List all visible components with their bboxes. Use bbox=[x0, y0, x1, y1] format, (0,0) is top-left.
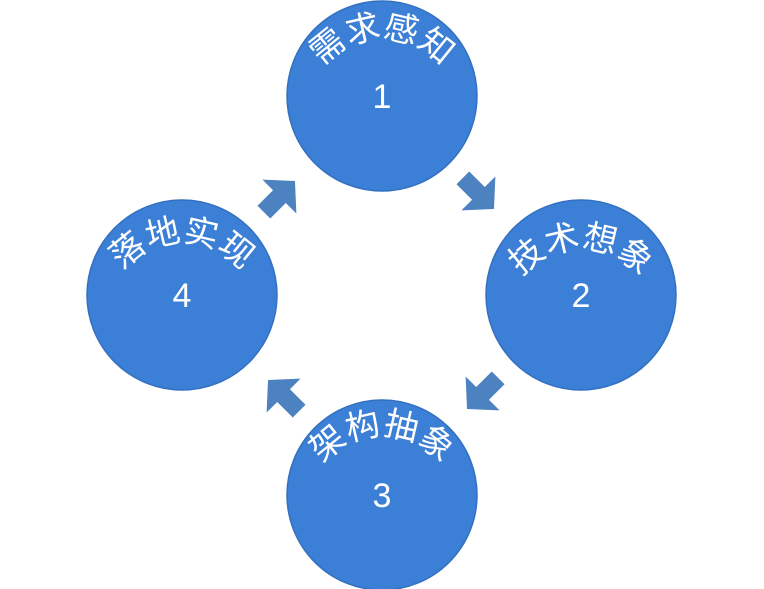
node-2-circle bbox=[485, 199, 677, 391]
arrow-3-to-4-icon bbox=[266, 378, 306, 418]
node-2-number: 2 bbox=[572, 277, 591, 315]
node-3-number: 3 bbox=[373, 477, 392, 515]
node-4-number: 4 bbox=[173, 277, 192, 315]
node-4: 落地实现 4 bbox=[86, 199, 278, 391]
arrow-2-to-3-icon bbox=[465, 371, 505, 411]
node-3-circle bbox=[286, 399, 478, 589]
node-1: 需求感知 1 bbox=[286, 0, 478, 192]
node-2: 技术想象 2 bbox=[485, 199, 677, 391]
node-4-circle bbox=[86, 199, 278, 391]
arrow-4-to-1-icon bbox=[257, 179, 297, 219]
node-1-number: 1 bbox=[373, 78, 392, 116]
node-3: 架构抽象 3 bbox=[286, 399, 478, 589]
node-1-circle bbox=[286, 0, 478, 192]
arrow-1-to-2-icon bbox=[456, 171, 496, 211]
